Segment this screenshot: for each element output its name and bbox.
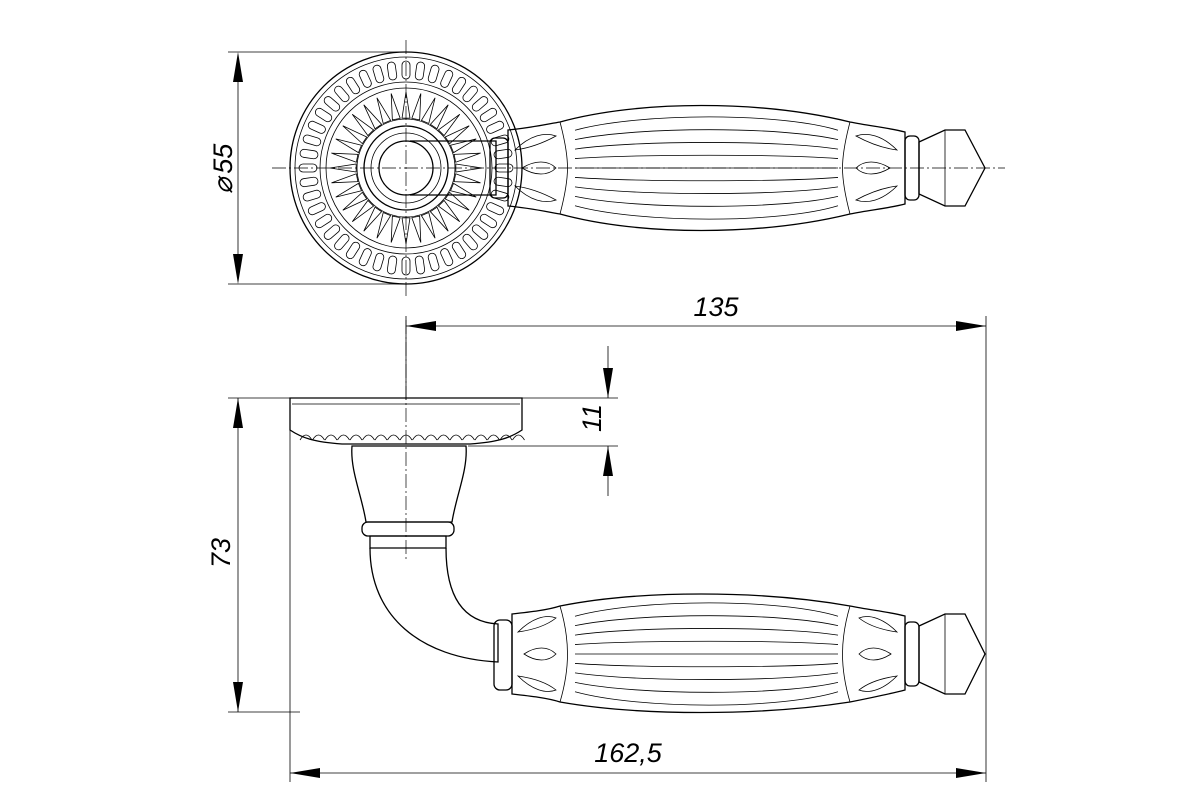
top-view: ⌀55 — [208, 40, 1005, 296]
rose-bead-ring — [298, 60, 514, 276]
grip-flutes-top — [574, 116, 839, 220]
leaf-ornament-top-3 — [521, 161, 557, 175]
diameter-dimension: ⌀55 — [208, 51, 406, 285]
total-height-label: 73 — [206, 538, 236, 568]
leaf-ornament-top-1 — [513, 133, 557, 151]
side-collar-left — [493, 619, 513, 691]
rose-side — [289, 397, 525, 445]
leaf-ornament-side-3 — [523, 647, 557, 661]
rose-height-dimension: 11 — [577, 346, 613, 496]
handle-length-dimension: 135 — [406, 292, 986, 331]
total-height-dimension: 73 — [206, 398, 243, 712]
top-finial — [918, 129, 986, 207]
rose-height-label: 11 — [577, 404, 607, 432]
handle-grip-top — [507, 104, 986, 232]
side-finial — [918, 613, 986, 695]
handle-length-label: 135 — [693, 292, 739, 322]
leaf-ornament-top-2 — [513, 185, 557, 203]
top-neck — [410, 140, 497, 196]
leaf-ornament-side-2 — [516, 675, 557, 692]
leaf-ornament-top-5 — [855, 185, 899, 203]
leaf-ornament-top-6 — [855, 161, 891, 175]
leaf-ornament-side-4 — [858, 616, 899, 633]
side-neck-base — [369, 535, 447, 549]
handle-grip-side — [493, 593, 986, 714]
side-view: 135 162,5 73 11 — [206, 292, 987, 782]
diameter-label: ⌀55 — [208, 143, 238, 194]
side-collar-right — [904, 621, 920, 687]
rose-petal-ring — [329, 91, 483, 245]
rose-side-beading — [299, 434, 525, 441]
leaf-ornament-top-4 — [855, 133, 899, 151]
side-arm — [369, 547, 499, 663]
leaf-ornament-side-6 — [858, 647, 892, 661]
grip-flutes-side — [574, 602, 839, 706]
side-neck-ring — [361, 521, 455, 537]
total-length-label: 162,5 — [594, 738, 663, 768]
leaf-ornament-side-5 — [858, 675, 899, 692]
leaf-ornament-side-1 — [516, 616, 557, 633]
total-length-dimension: 162,5 — [290, 738, 986, 778]
side-neck — [351, 445, 467, 523]
